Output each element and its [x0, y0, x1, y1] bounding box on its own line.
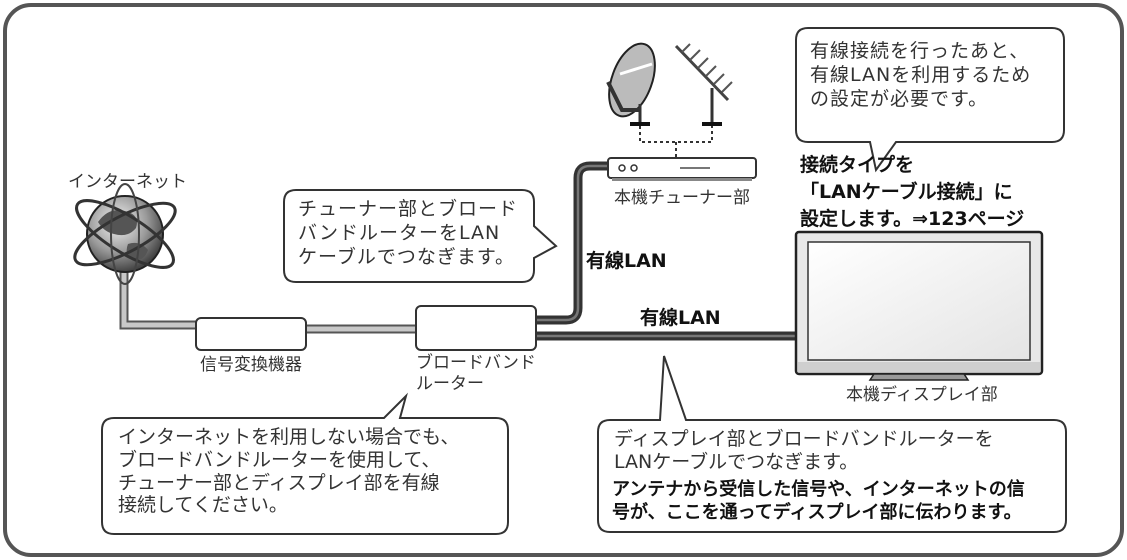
callout-bottom-right-bold-text: アンテナから受信した信号や、インターネットの信 号が、ここを通ってディスプレイ部…	[612, 479, 1025, 524]
callout-top-right-bubble	[795, 27, 1065, 173]
label-display: 本機ディスプレイ部	[846, 385, 998, 405]
label-internet: インターネット	[68, 172, 187, 192]
satellite-dish-icon	[606, 42, 656, 126]
display-tv-icon	[794, 230, 1044, 381]
callout-connection-type: 接続タイプを 「LANケーブル接続」に 設定します。⇒123ページ	[800, 154, 1025, 230]
converter-box	[195, 317, 307, 351]
callout-bottom-right-bubble	[597, 355, 1067, 533]
label-wired-lan-upper: 有線LAN	[586, 250, 667, 272]
globe-icon	[73, 183, 177, 285]
callout-bottom-left-text: インターネットを利用しない場合でも、 ブロードバンドルーターを使用して、 チュー…	[118, 426, 460, 517]
callout-tuner-router-bubble	[283, 189, 558, 283]
uhf-antenna-icon	[674, 43, 733, 126]
label-converter: 信号変換機器	[200, 355, 302, 375]
callout-top-right-text: 有線接続を行ったあと、 有線LANを利用するため の設定が必要です。	[810, 40, 1032, 110]
callout-bottom-left-bubble	[101, 392, 509, 535]
router-box	[415, 305, 537, 351]
tuner-box	[607, 157, 757, 181]
label-router: ブロードバンド ルーター	[416, 353, 536, 395]
callout-bottom-right-normal-text: ディスプレイ部とブロードバンドルーターを LANケーブルでつなぎます。	[614, 428, 994, 473]
label-wired-lan-lower: 有線LAN	[640, 307, 721, 329]
callout-tuner-router-text: チューナー部とブロード バンドルーターをLAN ケーブルでつなぎます。	[298, 198, 519, 268]
label-tuner: 本機チューナー部	[614, 188, 750, 208]
